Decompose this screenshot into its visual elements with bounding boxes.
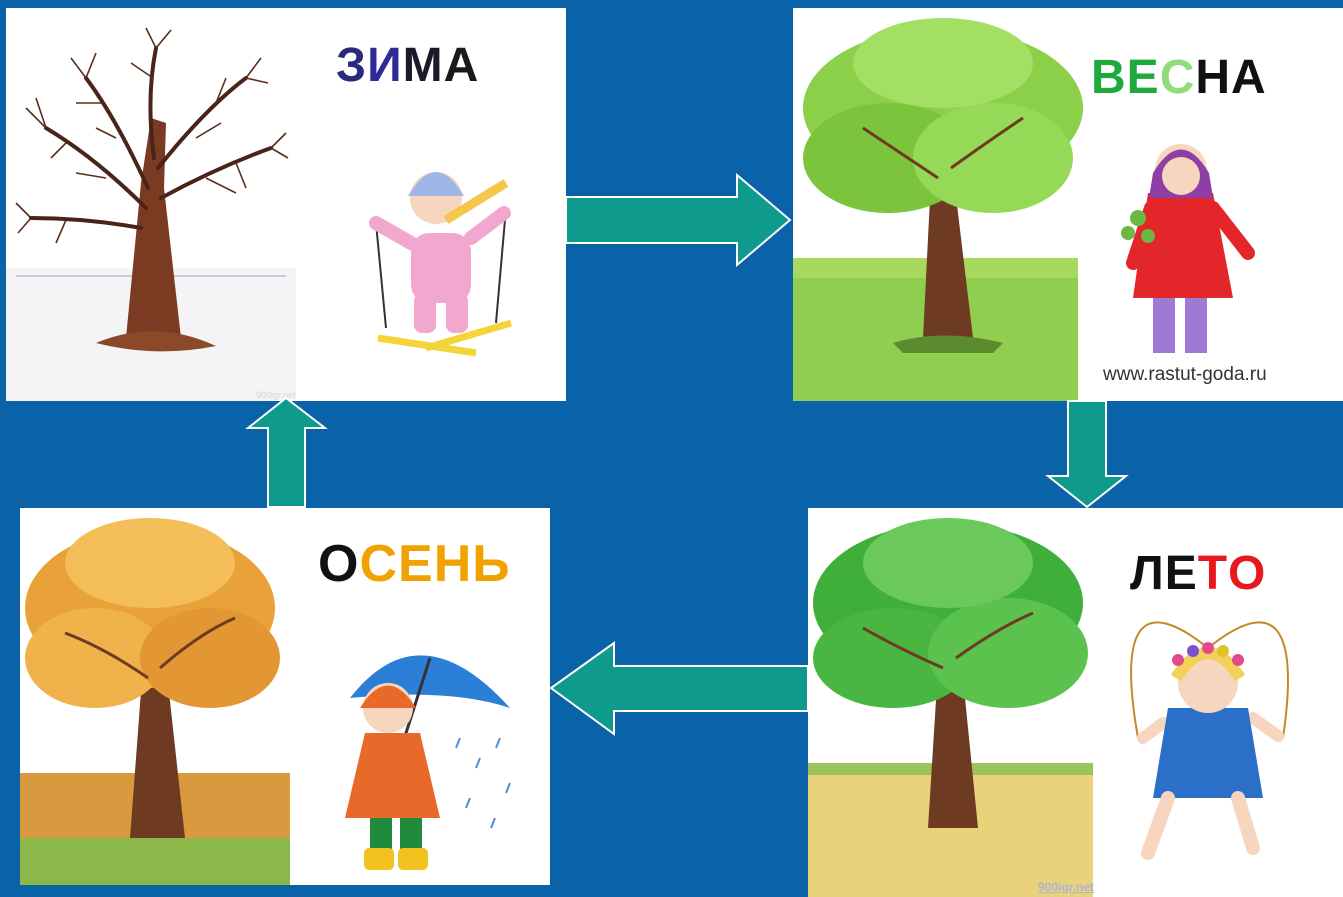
summer-credit: 900igr.net [1038,880,1095,894]
autumn-letter: О [318,535,360,593]
autumn-title: ОСЕНЬ [318,534,511,594]
autumn-letter: Ь [472,535,511,593]
winter-letter: З [336,39,368,92]
spring-girl [1121,144,1255,353]
summer-letter: Т [1197,547,1229,600]
winter-title: ЗИМА [336,38,479,93]
winter-letter: М [402,39,444,92]
spring-letter: В [1091,51,1127,104]
skier-child [369,172,512,357]
spring-title: ВЕСНА [1091,50,1267,105]
spring-card: ВЕСНА www.rastut-goda.ru [793,8,1343,401]
autumn-child [345,655,511,870]
winter-letter: А [443,39,480,92]
spring-tree-illustration [793,18,1255,401]
spring-letter: С [1159,51,1196,104]
arrow-down-icon [1045,400,1129,509]
summer-letter: О [1228,547,1267,600]
autumn-card: ОСЕНЬ [20,508,550,885]
summer-girl [1130,621,1289,860]
arrow-up-icon [245,396,328,508]
spring-letter: Е [1126,51,1160,104]
spring-letter: Н [1195,51,1232,104]
winter-tree-illustration: 900igr.net [6,27,512,401]
autumn-tree-illustration [20,518,511,885]
autumn-letter: Н [433,535,473,593]
summer-letter: Е [1164,547,1198,600]
winter-card: 900igr.net ЗИМА [6,8,566,401]
winter-watermark: 900igr.net [256,390,296,400]
autumn-letter: С [359,535,399,593]
spring-letter: А [1231,51,1267,104]
summer-title: ЛЕТО [1130,546,1266,601]
summer-card: ЛЕТО 900igr.net [808,508,1343,897]
summer-tree-illustration [808,518,1289,897]
arrow-right-icon [565,172,792,268]
winter-letter: И [367,39,403,92]
spring-credit: www.rastut-goda.ru [1103,364,1267,385]
arrow-left-icon [549,641,809,736]
summer-letter: Л [1130,547,1165,600]
autumn-letter: Е [398,535,434,593]
